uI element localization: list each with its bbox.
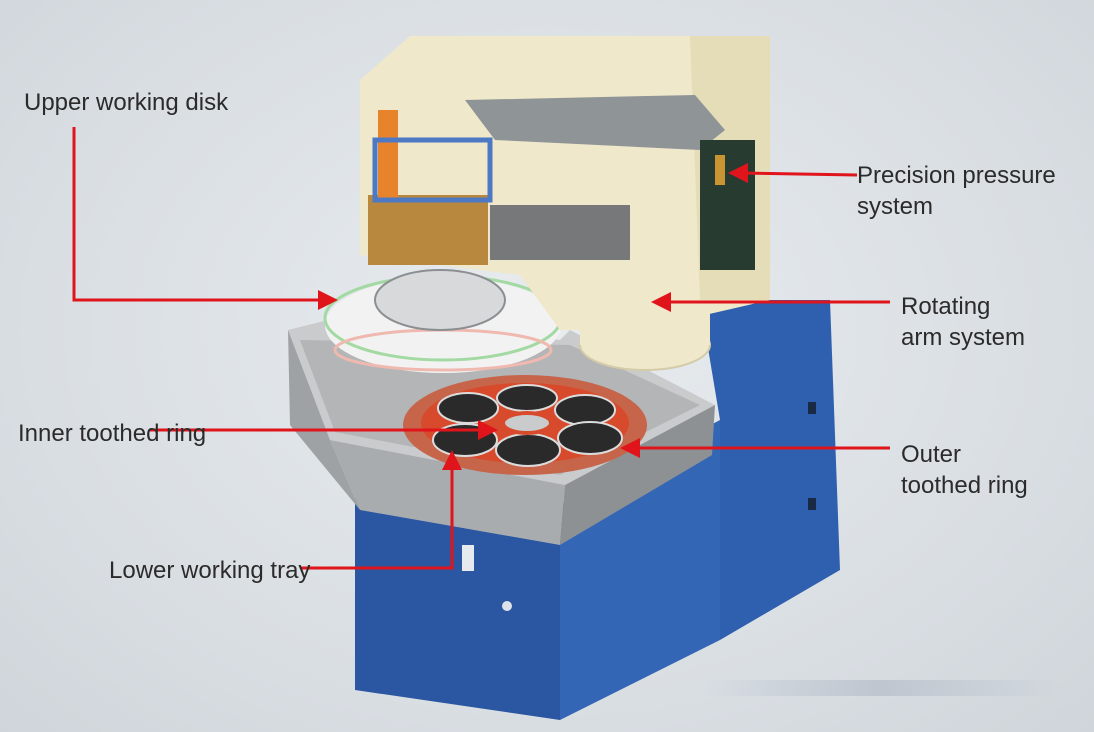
pressure-sensor bbox=[715, 155, 725, 185]
label-inner-toothed-ring-text: Inner toothed ring bbox=[18, 420, 207, 447]
workpiece-carriers bbox=[432, 384, 623, 467]
pressure-cylinder bbox=[700, 140, 755, 270]
label-lower-working-tray-text: Lower working tray bbox=[109, 557, 311, 584]
tray-left-wall bbox=[288, 330, 360, 510]
cabinet-latch-2 bbox=[808, 498, 816, 510]
label-lower-working-tray: Lower working tray bbox=[109, 555, 310, 586]
label-outer-toothed-ring-line1: Outer bbox=[901, 441, 962, 468]
tray-front-wall bbox=[330, 440, 565, 545]
motor-block bbox=[368, 195, 488, 265]
orange-bracket bbox=[378, 110, 398, 200]
pressure-arm bbox=[465, 95, 725, 150]
label-outer-toothed-ring-line2: toothed ring bbox=[901, 472, 1028, 499]
base-cabinet-right bbox=[700, 300, 840, 640]
arrowhead-rotating-arm bbox=[651, 292, 671, 312]
callout-arrows bbox=[72, 127, 890, 570]
label-rotating-arm-line2: arm system bbox=[901, 324, 1026, 351]
label-rotating-arm-line1: Rotating bbox=[901, 293, 991, 320]
cabinet-switch bbox=[462, 545, 474, 571]
cabinet-latch bbox=[808, 402, 816, 414]
label-precision-pressure-system: Precision pressure system bbox=[857, 160, 1056, 222]
arrowhead-lower-tray bbox=[442, 450, 462, 470]
label-inner-toothed-ring: Inner toothed ring bbox=[18, 418, 206, 449]
label-precision-pressure-line1: Precision pressure bbox=[857, 162, 1056, 189]
arrowhead-outer-ring bbox=[620, 438, 640, 458]
arrowhead-inner-ring bbox=[478, 420, 498, 440]
arrowhead-pressure bbox=[728, 163, 748, 183]
label-rotating-arm-system: Rotating arm system bbox=[901, 291, 1025, 353]
arrow-pressure bbox=[741, 171, 858, 177]
arrow-lower-tray bbox=[300, 468, 454, 570]
upper-disk-hub bbox=[374, 269, 506, 331]
blue-frame bbox=[372, 137, 493, 203]
watermark bbox=[700, 680, 1060, 696]
arrow-upper-disk bbox=[72, 127, 322, 302]
cabinet-knob bbox=[502, 601, 512, 611]
label-upper-working-disk: Upper working disk bbox=[24, 87, 228, 118]
tray-right-wall bbox=[560, 405, 715, 545]
label-outer-toothed-ring: Outer toothed ring bbox=[901, 439, 1028, 501]
label-precision-pressure-line2: system bbox=[857, 193, 934, 220]
grey-motor bbox=[490, 205, 630, 260]
arrowhead-upper-disk bbox=[318, 290, 338, 310]
arm-column-body bbox=[580, 300, 710, 345]
inner-ring-hub bbox=[501, 411, 553, 435]
label-upper-working-disk-text: Upper working disk bbox=[24, 89, 229, 116]
